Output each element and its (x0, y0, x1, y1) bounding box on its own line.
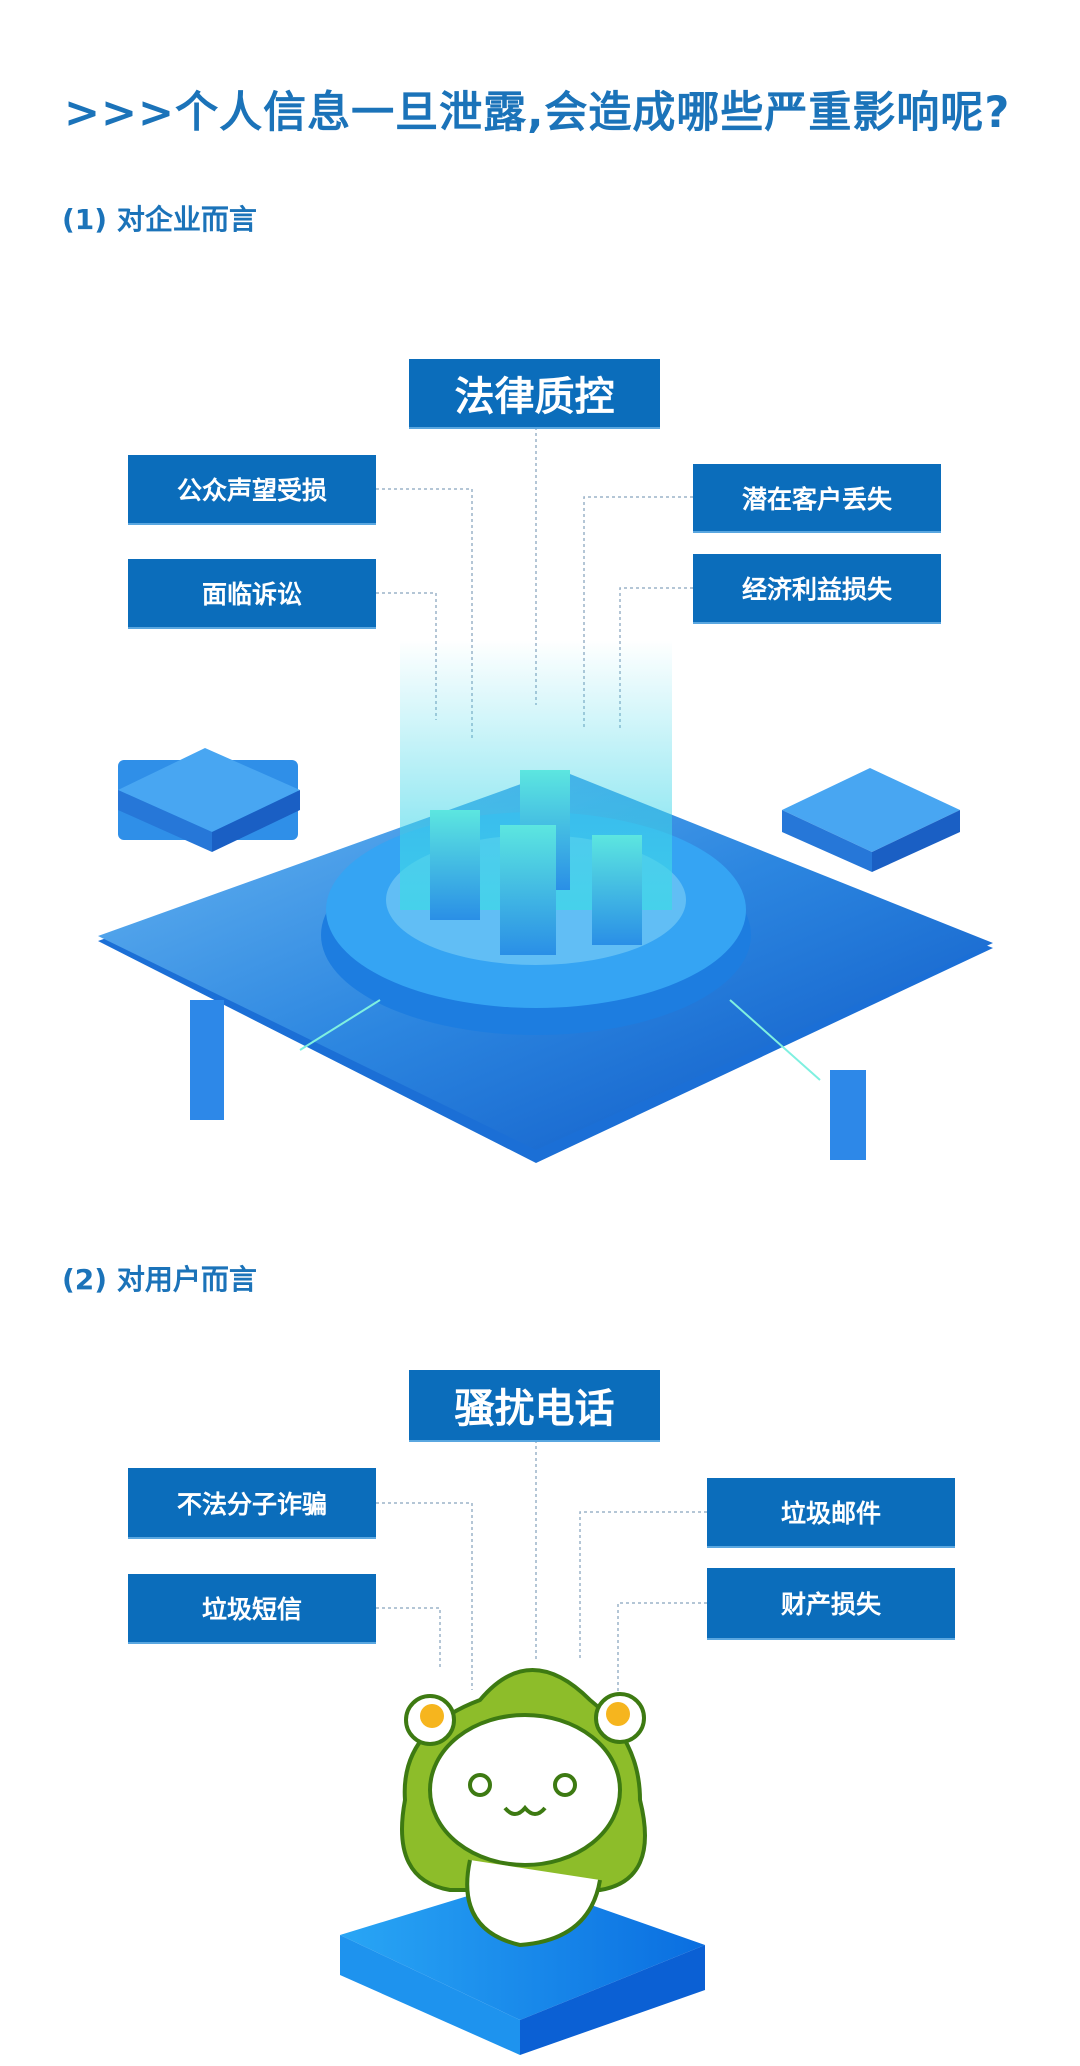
impact-lawsuit: 面临诉讼 (128, 559, 376, 627)
impact-property-loss: 财产损失 (707, 1568, 955, 1638)
impact-economic-loss: 经济利益损失 (693, 554, 941, 622)
enterprise-platform-illustration (98, 427, 993, 1163)
lion-mascot (400, 1668, 647, 1948)
impact-fraud: 不法分子诈骗 (128, 1468, 376, 1537)
impact-customer-loss: 潜在客户丢失 (693, 464, 941, 531)
impact-reputation: 公众声望受损 (128, 455, 376, 523)
impact-spam-sms: 垃圾短信 (128, 1574, 376, 1642)
section-heading-user: (2) 对用户而言 (62, 1263, 257, 1296)
page-title: >>>个人信息一旦泄露,会造成哪些严重影响呢? (64, 88, 1011, 138)
section-heading-enterprise: (1) 对企业而言 (62, 203, 257, 236)
impact-spam-email: 垃圾邮件 (707, 1478, 955, 1546)
center-impact-legal: 法律质控 (409, 359, 660, 427)
city-buildings (430, 770, 642, 955)
center-impact-harassment-calls: 骚扰电话 (409, 1370, 660, 1440)
